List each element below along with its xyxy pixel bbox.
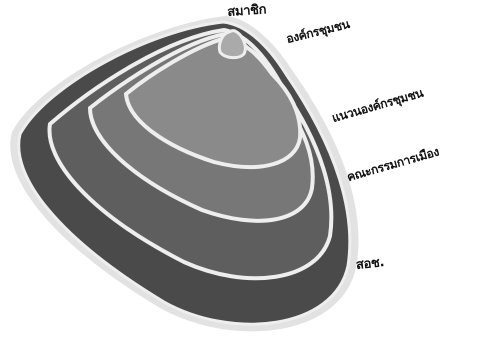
- layer-label-member: สมาชิก: [227, 0, 267, 22]
- layer-label-national-council: สอช.: [355, 251, 385, 275]
- diagram-layer-0: [219, 31, 245, 58]
